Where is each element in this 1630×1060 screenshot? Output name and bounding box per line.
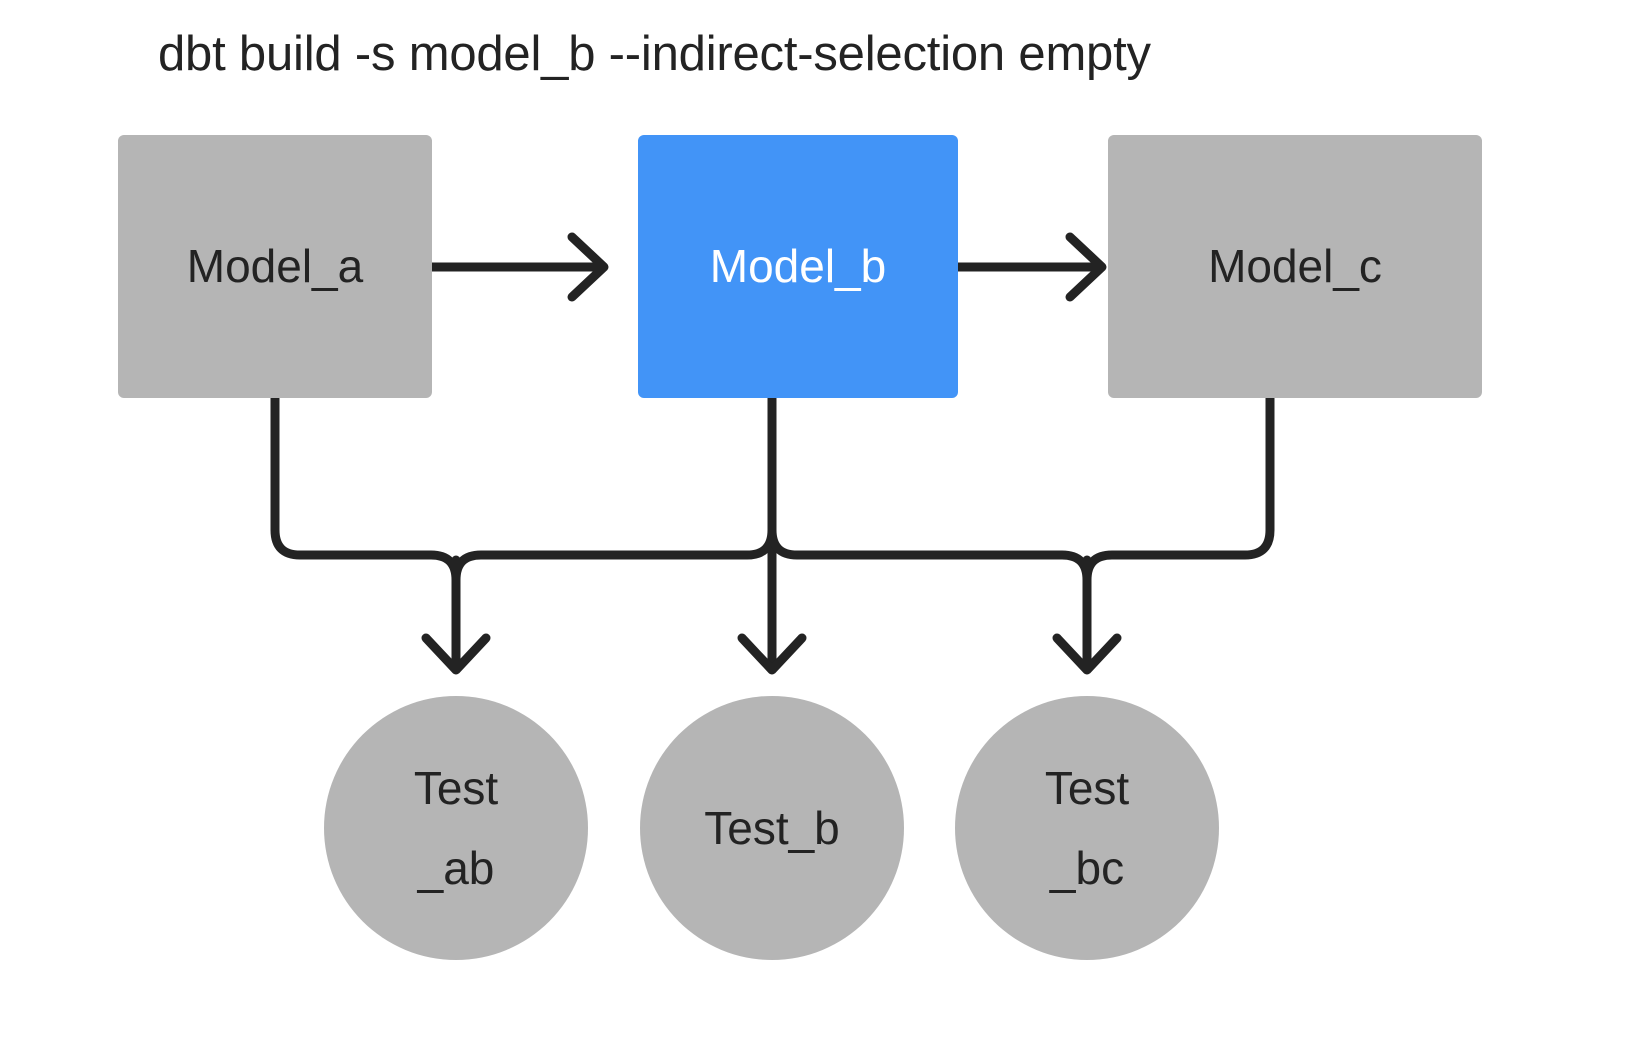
node-model-b[interactable]: Model_b [638,135,958,398]
edge-model-b-to-model-c [953,232,1107,302]
arrowhead-icon [737,633,807,675]
node-model-c-label: Model_c [1208,240,1382,293]
node-test-bc-label: Test _bc [1044,761,1130,895]
edge-model-b-to-test-ab [451,393,777,585]
edge-model-c-to-test-bc [1082,393,1275,585]
node-test-b[interactable]: Test_b [640,696,904,960]
node-test-b-label: Test_b [704,801,840,854]
page-title: dbt build -s model_b --indirect-selectio… [158,27,1151,81]
arrowhead-icon [421,633,491,675]
arrowhead-icon [1052,633,1122,675]
edge-arrow-into-test-bc [1052,555,1122,675]
edge-model-b-to-test-b [737,393,807,675]
node-model-a-label: Model_a [186,240,364,293]
node-model-a[interactable]: Model_a [118,135,432,398]
node-test-ab-label: Test _ab [413,761,499,895]
node-test-bc[interactable]: Test _bc [955,696,1219,960]
edge-model-a-to-test-ab [270,393,461,585]
arrowhead-icon [567,232,609,302]
edge-arrow-into-test-ab [421,555,491,675]
edge-model-b-to-test-bc [767,393,1092,585]
node-test-ab[interactable]: Test _ab [324,696,588,960]
arrowhead-icon [1065,232,1107,302]
node-model-b-label: Model_b [709,240,887,293]
node-model-c[interactable]: Model_c [1108,135,1482,398]
edge-model-a-to-model-b [427,232,609,302]
